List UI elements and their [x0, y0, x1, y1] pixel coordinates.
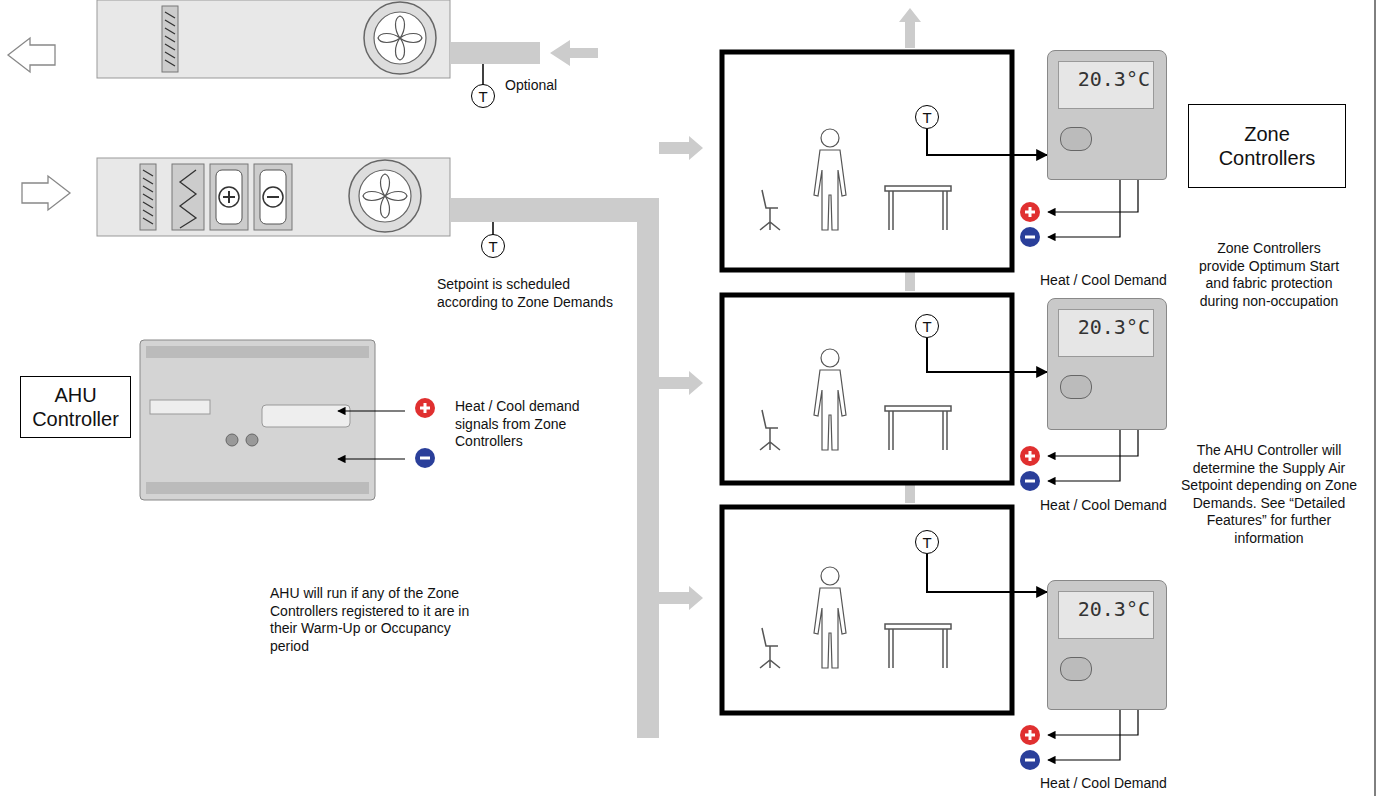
- button: [1060, 127, 1092, 151]
- display-reading: 20.3°C: [1078, 67, 1150, 91]
- note-label: Setpoint is scheduled according to Zone …: [437, 276, 627, 311]
- title-box: Zone Controllers: [1188, 104, 1346, 188]
- note-label: Heat / Cool Demand: [1040, 775, 1190, 793]
- zone-controller: 20.3°C: [1047, 298, 1167, 430]
- node-text: T: [922, 110, 931, 125]
- node-text: T: [922, 319, 931, 334]
- node-text: T: [922, 535, 931, 550]
- node-text: Zone Controllers: [1199, 122, 1335, 170]
- temperature-sensor: T: [481, 234, 505, 258]
- signal-wire: [927, 554, 1047, 592]
- note-label: AHU will run if any of the Zone Controll…: [270, 585, 485, 655]
- display-reading: 20.3°C: [1078, 315, 1150, 339]
- button: [1060, 375, 1092, 399]
- note-label: The AHU Controller will determine the Su…: [1180, 442, 1358, 547]
- node-text: T: [478, 89, 487, 104]
- note-label: Heat / Cool demand signals from Zone Con…: [455, 398, 620, 451]
- temperature-sensor: T: [915, 530, 939, 554]
- note-label: Heat / Cool Demand: [1040, 497, 1190, 515]
- temperature-sensor: T: [471, 84, 495, 108]
- signal-wire: [927, 129, 1047, 155]
- node-text: T: [488, 239, 497, 254]
- note-label: Zone Controllers provide Optimum Start a…: [1195, 240, 1343, 310]
- node-text: AHU Controller: [31, 383, 120, 431]
- title-box: AHU Controller: [20, 376, 131, 438]
- note-label: Optional: [505, 77, 595, 95]
- button: [1060, 657, 1092, 681]
- temperature-sensor: T: [915, 314, 939, 338]
- zone-controller: 20.3°C: [1047, 50, 1167, 180]
- zone-controller: 20.3°C: [1047, 580, 1167, 710]
- note-label: Heat / Cool Demand: [1040, 272, 1190, 290]
- temperature-sensor: T: [915, 105, 939, 129]
- signal-wire: [927, 338, 1047, 372]
- display-reading: 20.3°C: [1078, 597, 1150, 621]
